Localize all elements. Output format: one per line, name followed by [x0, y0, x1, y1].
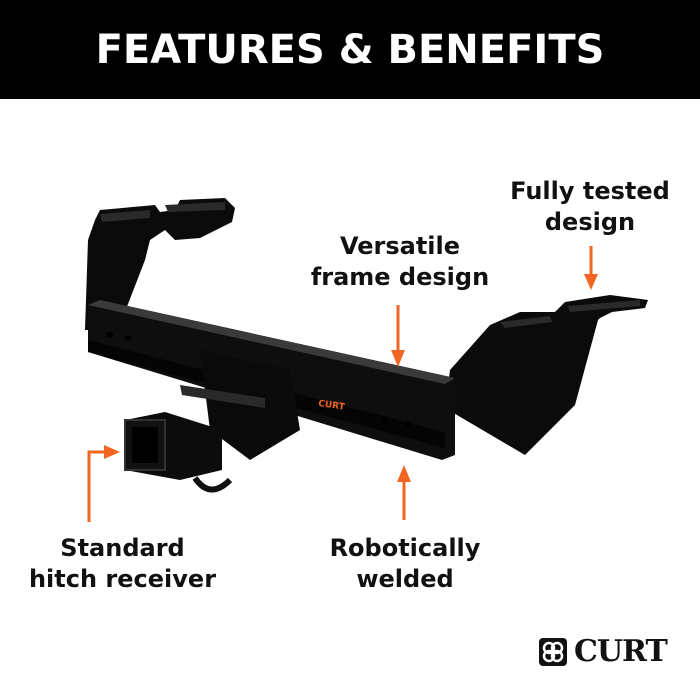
callout-fully-tested: Fully tested design: [500, 176, 680, 238]
brand-logo: CURT: [538, 634, 668, 669]
callout-line: design: [544, 208, 636, 236]
page-title: FEATURES & BENEFITS: [95, 26, 605, 73]
callout-standard-receiver: Standard hitch receiver: [20, 533, 225, 595]
callout-line: Standard: [60, 534, 185, 562]
brand-name: CURT: [574, 634, 668, 669]
callout-line: frame design: [310, 263, 490, 291]
callout-line: welded: [356, 565, 454, 593]
callout-line: Versatile: [339, 232, 461, 260]
curt-logo-icon: [539, 637, 567, 666]
callout-line: hitch receiver: [28, 565, 217, 593]
callout-robotically-welded: Robotically welded: [320, 533, 490, 595]
callout-versatile-frame: Versatile frame design: [300, 231, 500, 293]
svg-text:CURT: CURT: [318, 399, 347, 413]
header-banner: FEATURES & BENEFITS: [0, 0, 700, 99]
callout-line: Robotically: [329, 534, 481, 562]
callout-line: Fully tested: [510, 177, 670, 205]
